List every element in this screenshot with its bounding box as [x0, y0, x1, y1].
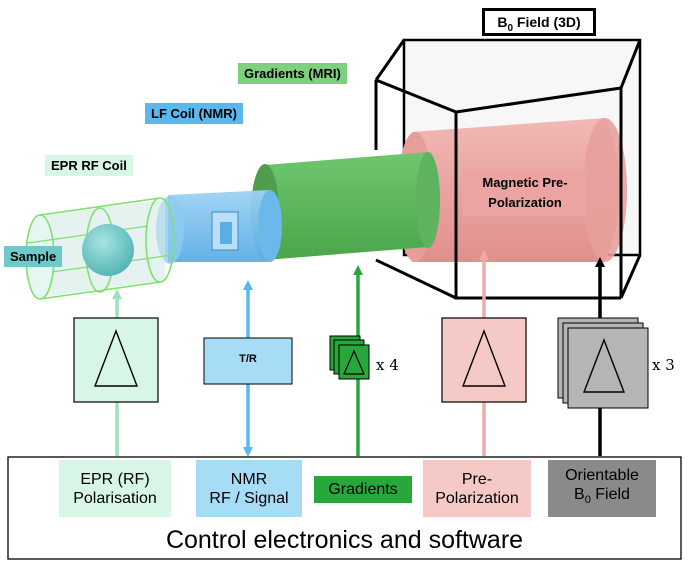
gradients-amplifier-stack — [329, 335, 370, 380]
sample-sphere — [82, 224, 134, 276]
control-epr: EPR (RF) Polarisation — [59, 460, 171, 517]
pre-polarization-label: Magnetic Pre- Polarization — [463, 170, 587, 216]
control-b0: Orientable B0 Field — [548, 460, 656, 517]
pre-polarization-amplifier — [441, 317, 527, 403]
b0-magnet-box-front — [374, 39, 642, 300]
sample-label: Sample — [4, 246, 63, 267]
control-pre-polarization: Pre- Polarization — [423, 460, 531, 517]
amplifier-triangle-icon — [93, 329, 139, 387]
control-gradients: Gradients — [314, 476, 412, 503]
amplifier-triangle-icon — [343, 349, 365, 375]
amplifier-triangle-icon — [461, 329, 507, 387]
lf-coil-cylinder — [156, 190, 282, 264]
b0-multiplier: x 3 — [652, 356, 675, 374]
gradients-multiplier: x 4 — [376, 356, 399, 374]
lf-coil-label: LF Coil (NMR) — [145, 103, 243, 124]
gradients-mri-label: Gradients (MRI) — [238, 63, 347, 84]
amplifier-triangle-icon — [582, 338, 626, 393]
tr-label: T/R — [239, 353, 257, 365]
control-electronics-label: Control electronics and software — [165, 526, 524, 554]
epr-amplifier — [73, 317, 159, 403]
b0-amplifier-stack — [557, 317, 649, 409]
control-nmr: NMR RF / Signal — [196, 460, 302, 517]
tr-switch — [203, 337, 293, 385]
epr-rf-coil-cage — [25, 197, 175, 300]
epr-rf-coil-label: EPR RF Coil — [45, 155, 133, 176]
b0-field-title: B0 Field (3D) — [482, 8, 596, 36]
